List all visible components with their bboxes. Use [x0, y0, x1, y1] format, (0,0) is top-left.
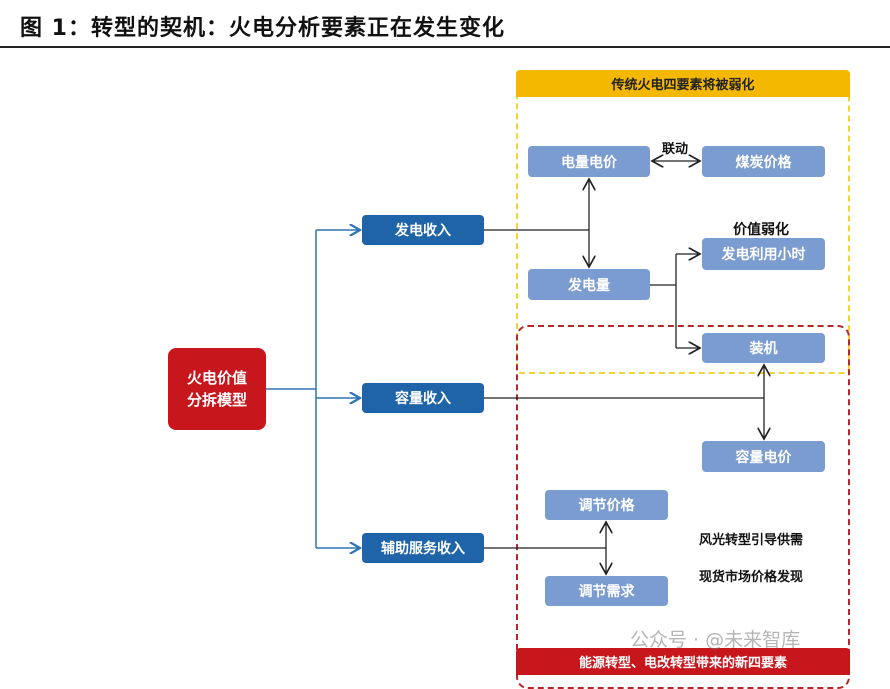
thermal-value-model-box: 火电价值 分拆模型 — [168, 348, 266, 430]
connector-lines — [266, 0, 890, 675]
watermark: 公众号 · @未来智库 — [630, 629, 801, 651]
new-elements-footer: 能源转型、电改转型带来的新四要素 — [516, 648, 850, 675]
root-line-2: 分拆模型 — [186, 391, 247, 409]
generation-box: 发电量 — [528, 269, 650, 300]
link-label: 联动 — [662, 142, 689, 157]
ancillary-revenue-box: 辅助服务收入 — [362, 533, 484, 563]
root-line-1: 火电价值 — [186, 369, 247, 387]
regulation-demand-box: 调节需求 — [545, 576, 668, 606]
power-revenue-box: 发电收入 — [362, 215, 484, 245]
installed-capacity-box: 装机 — [702, 333, 825, 363]
capacity-revenue-box: 容量收入 — [362, 383, 484, 413]
regulation-price-box: 调节价格 — [545, 490, 668, 520]
wind-solar-label: 风光转型引导供需 — [699, 533, 804, 548]
spot-market-label: 现货市场价格发现 — [699, 570, 804, 585]
traditional-elements-header: 传统火电四要素将被弱化 — [516, 70, 850, 97]
coal-price-box: 煤炭价格 — [702, 146, 825, 177]
electricity-price-box: 电量电价 — [528, 146, 650, 177]
value-weaken-label: 价值弱化 — [733, 222, 789, 238]
figure-title: 图 1：转型的契机：火电分析要素正在发生变化 — [20, 16, 505, 41]
capacity-price-box: 容量电价 — [702, 441, 825, 472]
utilization-hours-box: 发电利用小时 — [702, 238, 825, 270]
title-divider — [0, 46, 890, 48]
